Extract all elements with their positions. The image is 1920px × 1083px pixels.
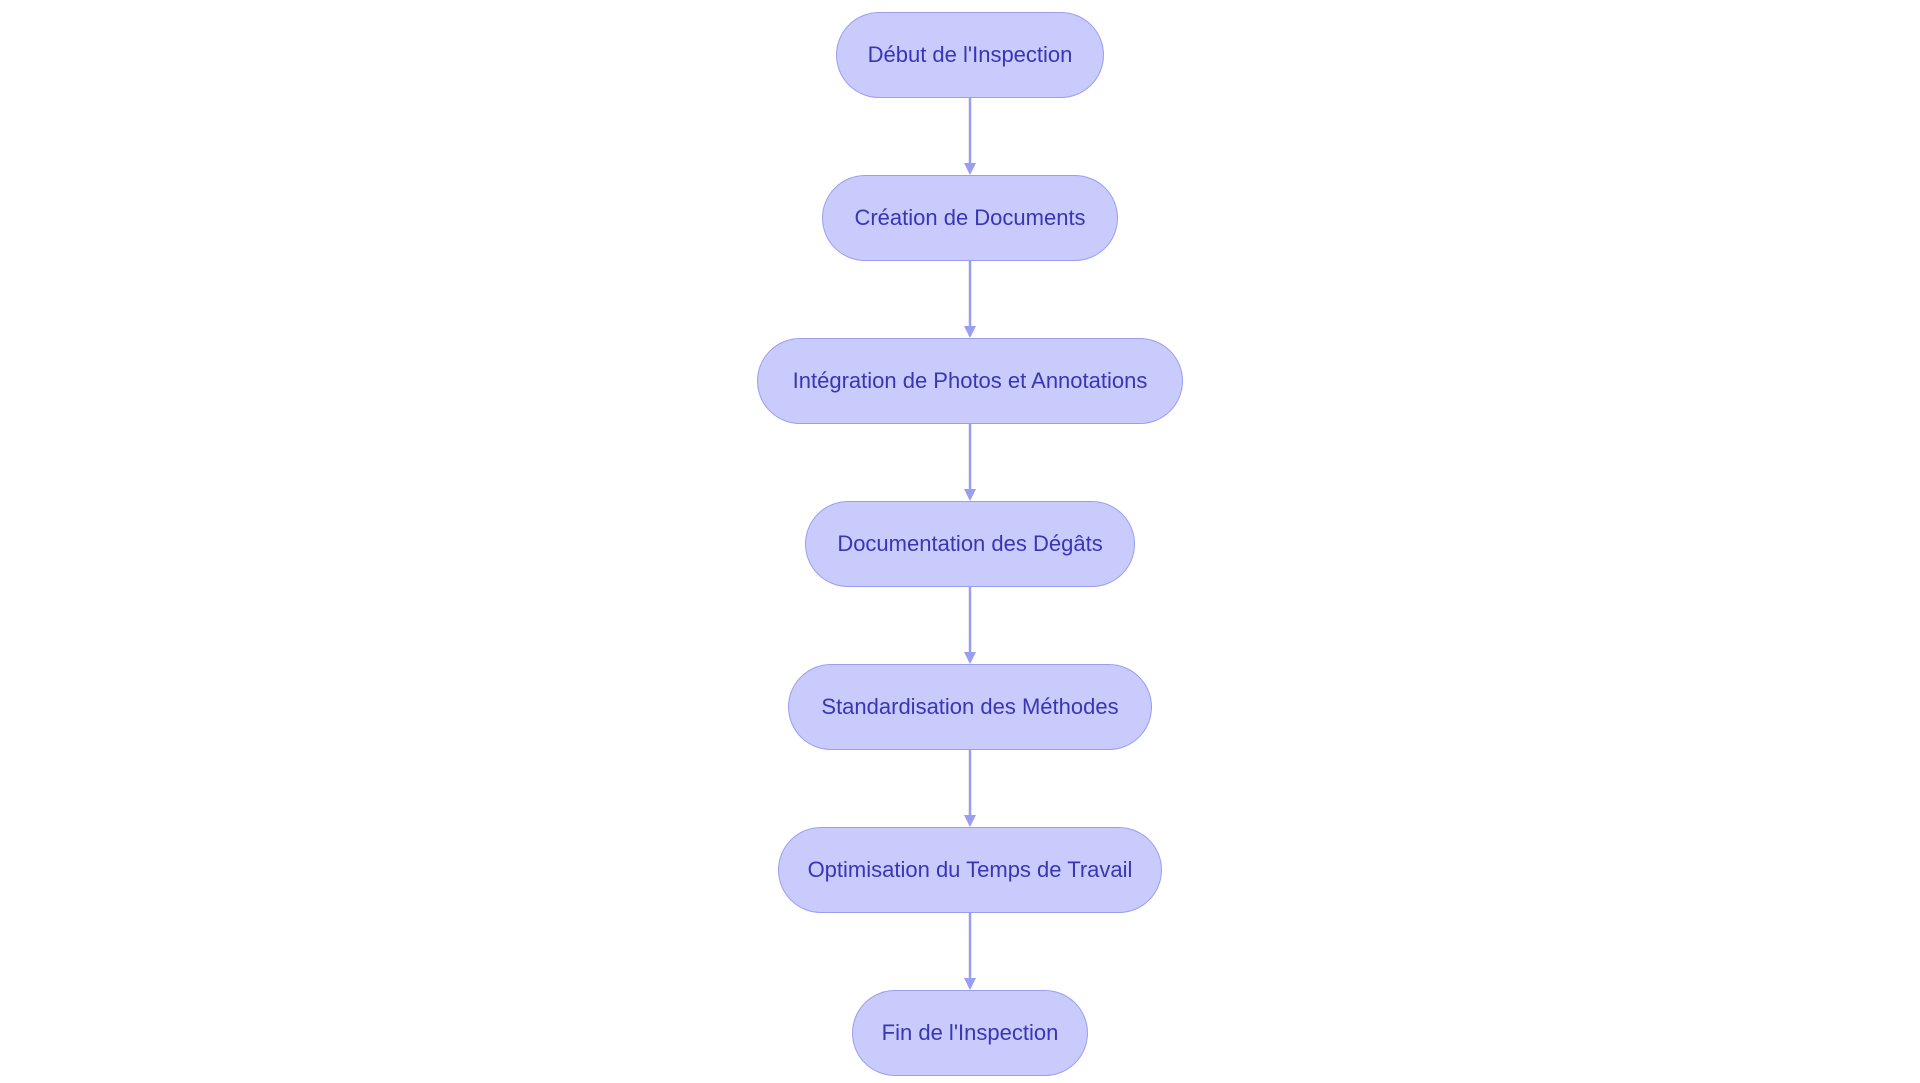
node-label: Intégration de Photos et Annotations [792, 368, 1148, 393]
node-label: Standardisation des Méthodes [821, 694, 1119, 719]
node-creation-documents: Création de Documents [822, 175, 1118, 261]
node-label: Début de l'Inspection [867, 42, 1073, 67]
node-fin-inspection: Fin de l'Inspection [852, 990, 1088, 1076]
node-label: Création de Documents [854, 205, 1086, 230]
node-documentation-degats: Documentation des Dégâts [805, 501, 1135, 587]
node-optimisation-temps: Optimisation du Temps de Travail [778, 827, 1162, 913]
node-label: Optimisation du Temps de Travail [807, 857, 1133, 882]
node-label: Documentation des Dégâts [837, 531, 1103, 556]
node-label: Fin de l'Inspection [881, 1020, 1059, 1045]
node-standardisation-methodes: Standardisation des Méthodes [788, 664, 1152, 750]
node-integration-photos: Intégration de Photos et Annotations [757, 338, 1183, 424]
node-debut-inspection: Début de l'Inspection [836, 12, 1104, 98]
